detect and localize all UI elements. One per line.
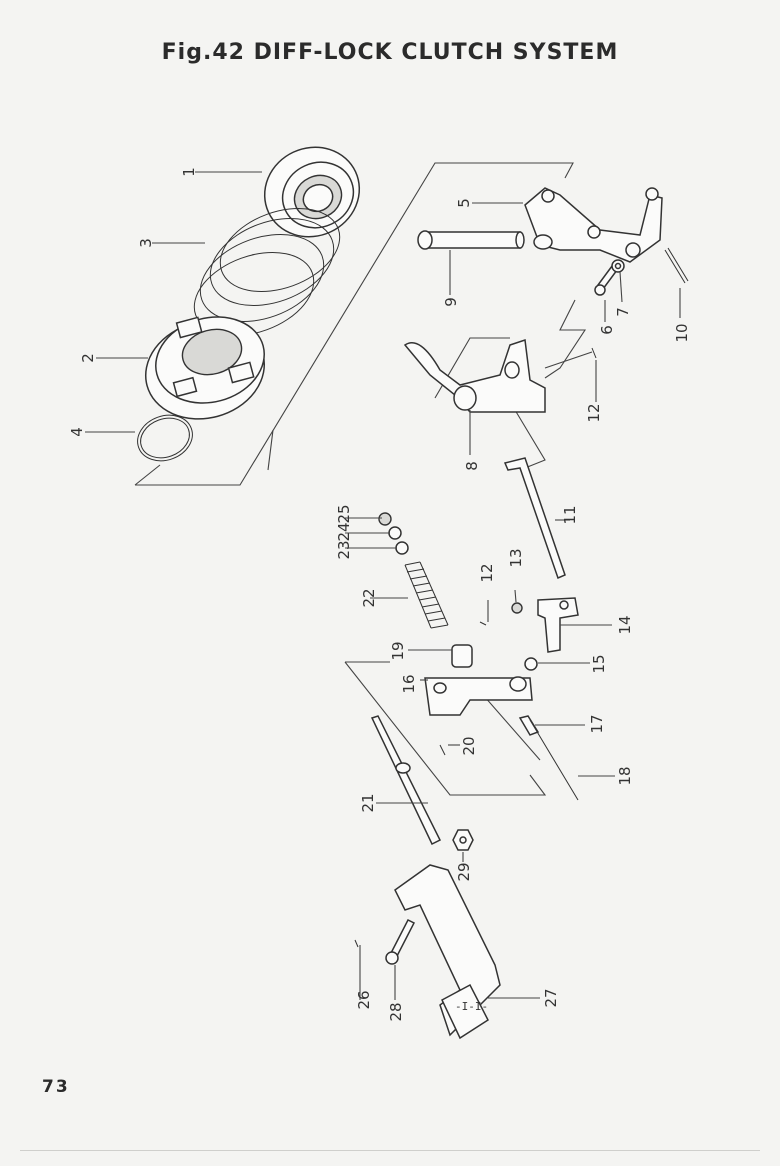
figure-title: Fig.42 DIFF-LOCK CLUTCH SYSTEM	[161, 40, 619, 65]
label-part-18: 18	[616, 766, 634, 785]
label-part-27: 27	[542, 988, 560, 1007]
part-23-washer	[395, 541, 409, 555]
part-26-pin	[354, 939, 359, 948]
label-part-26: 26	[355, 990, 373, 1009]
page-number: 73	[42, 1077, 70, 1097]
label-part-7: 7	[614, 307, 632, 317]
part-10-cotter-pin	[664, 247, 689, 284]
label-part-10: 10	[673, 323, 691, 342]
part-4-snap-ring	[137, 414, 193, 462]
part-12-pin-lower	[479, 621, 487, 626]
part-5-fork-bracket	[524, 187, 663, 263]
label-part-12-upper: 12	[585, 403, 603, 422]
part-2-sliding-clutch	[144, 316, 266, 420]
part-16-bracket-plate	[424, 676, 533, 716]
part-19-collar	[451, 644, 473, 668]
label-part-23: 23	[335, 540, 353, 559]
label-part-15: 15	[590, 654, 608, 673]
part-24-washer	[388, 526, 402, 540]
label-part-17: 17	[588, 714, 606, 733]
part-9-shaft	[417, 230, 525, 250]
label-part-11: 11	[561, 505, 579, 524]
label-part-13: 13	[507, 548, 525, 567]
part-8-shift-fork	[403, 338, 546, 413]
part-29-nut	[452, 829, 474, 851]
label-part-6: 6	[598, 325, 616, 335]
label-part-21: 21	[359, 793, 377, 812]
label-part-28: 28	[387, 1002, 405, 1021]
label-part-20: 20	[460, 736, 478, 755]
label-part-19: 19	[389, 641, 407, 660]
part-25-nut	[378, 512, 392, 526]
part-22-spring	[404, 561, 449, 629]
label-part-24: 24	[335, 522, 353, 541]
part-12-pin-upper	[544, 347, 597, 369]
label-part-22: 22	[360, 588, 378, 607]
label-part-2: 2	[79, 353, 97, 363]
part-15-washer	[524, 657, 538, 671]
part-14-lever	[537, 597, 579, 653]
label-part-16: 16	[400, 674, 418, 693]
label-part-4: 4	[68, 427, 86, 437]
part-17-pin	[518, 715, 540, 736]
part-21-rod	[370, 715, 442, 846]
part-28-bolt	[385, 918, 416, 965]
assembly-frame-upper	[134, 162, 587, 486]
part-27-pedal-lever: -I-I-	[394, 864, 501, 1040]
label-part-8: 8	[463, 461, 481, 471]
label-part-25: 25	[335, 504, 353, 523]
leader-lines	[85, 171, 681, 1000]
label-part-14: 14	[616, 615, 634, 634]
part-11-rod	[503, 457, 566, 580]
part-labels: 1 2 3 4 5 6 7 8 9 10 11 12 12 13 14 15 1…	[68, 167, 691, 1021]
label-part-9: 9	[442, 297, 460, 307]
part-13-washer	[511, 602, 523, 614]
label-part-12-lower: 12	[478, 563, 496, 582]
part-18-rod	[529, 719, 579, 801]
label-part-1: 1	[180, 167, 198, 177]
label-part-29: 29	[455, 862, 473, 881]
part-1-clutch-hub	[263, 146, 361, 238]
page-bottom-edge	[20, 1150, 760, 1151]
label-part-3: 3	[137, 238, 155, 248]
label-part-5: 5	[455, 198, 473, 208]
part-7-washer	[611, 259, 625, 273]
svg-text:-I-I-: -I-I-	[455, 1000, 488, 1013]
part-20-pin	[439, 744, 446, 756]
